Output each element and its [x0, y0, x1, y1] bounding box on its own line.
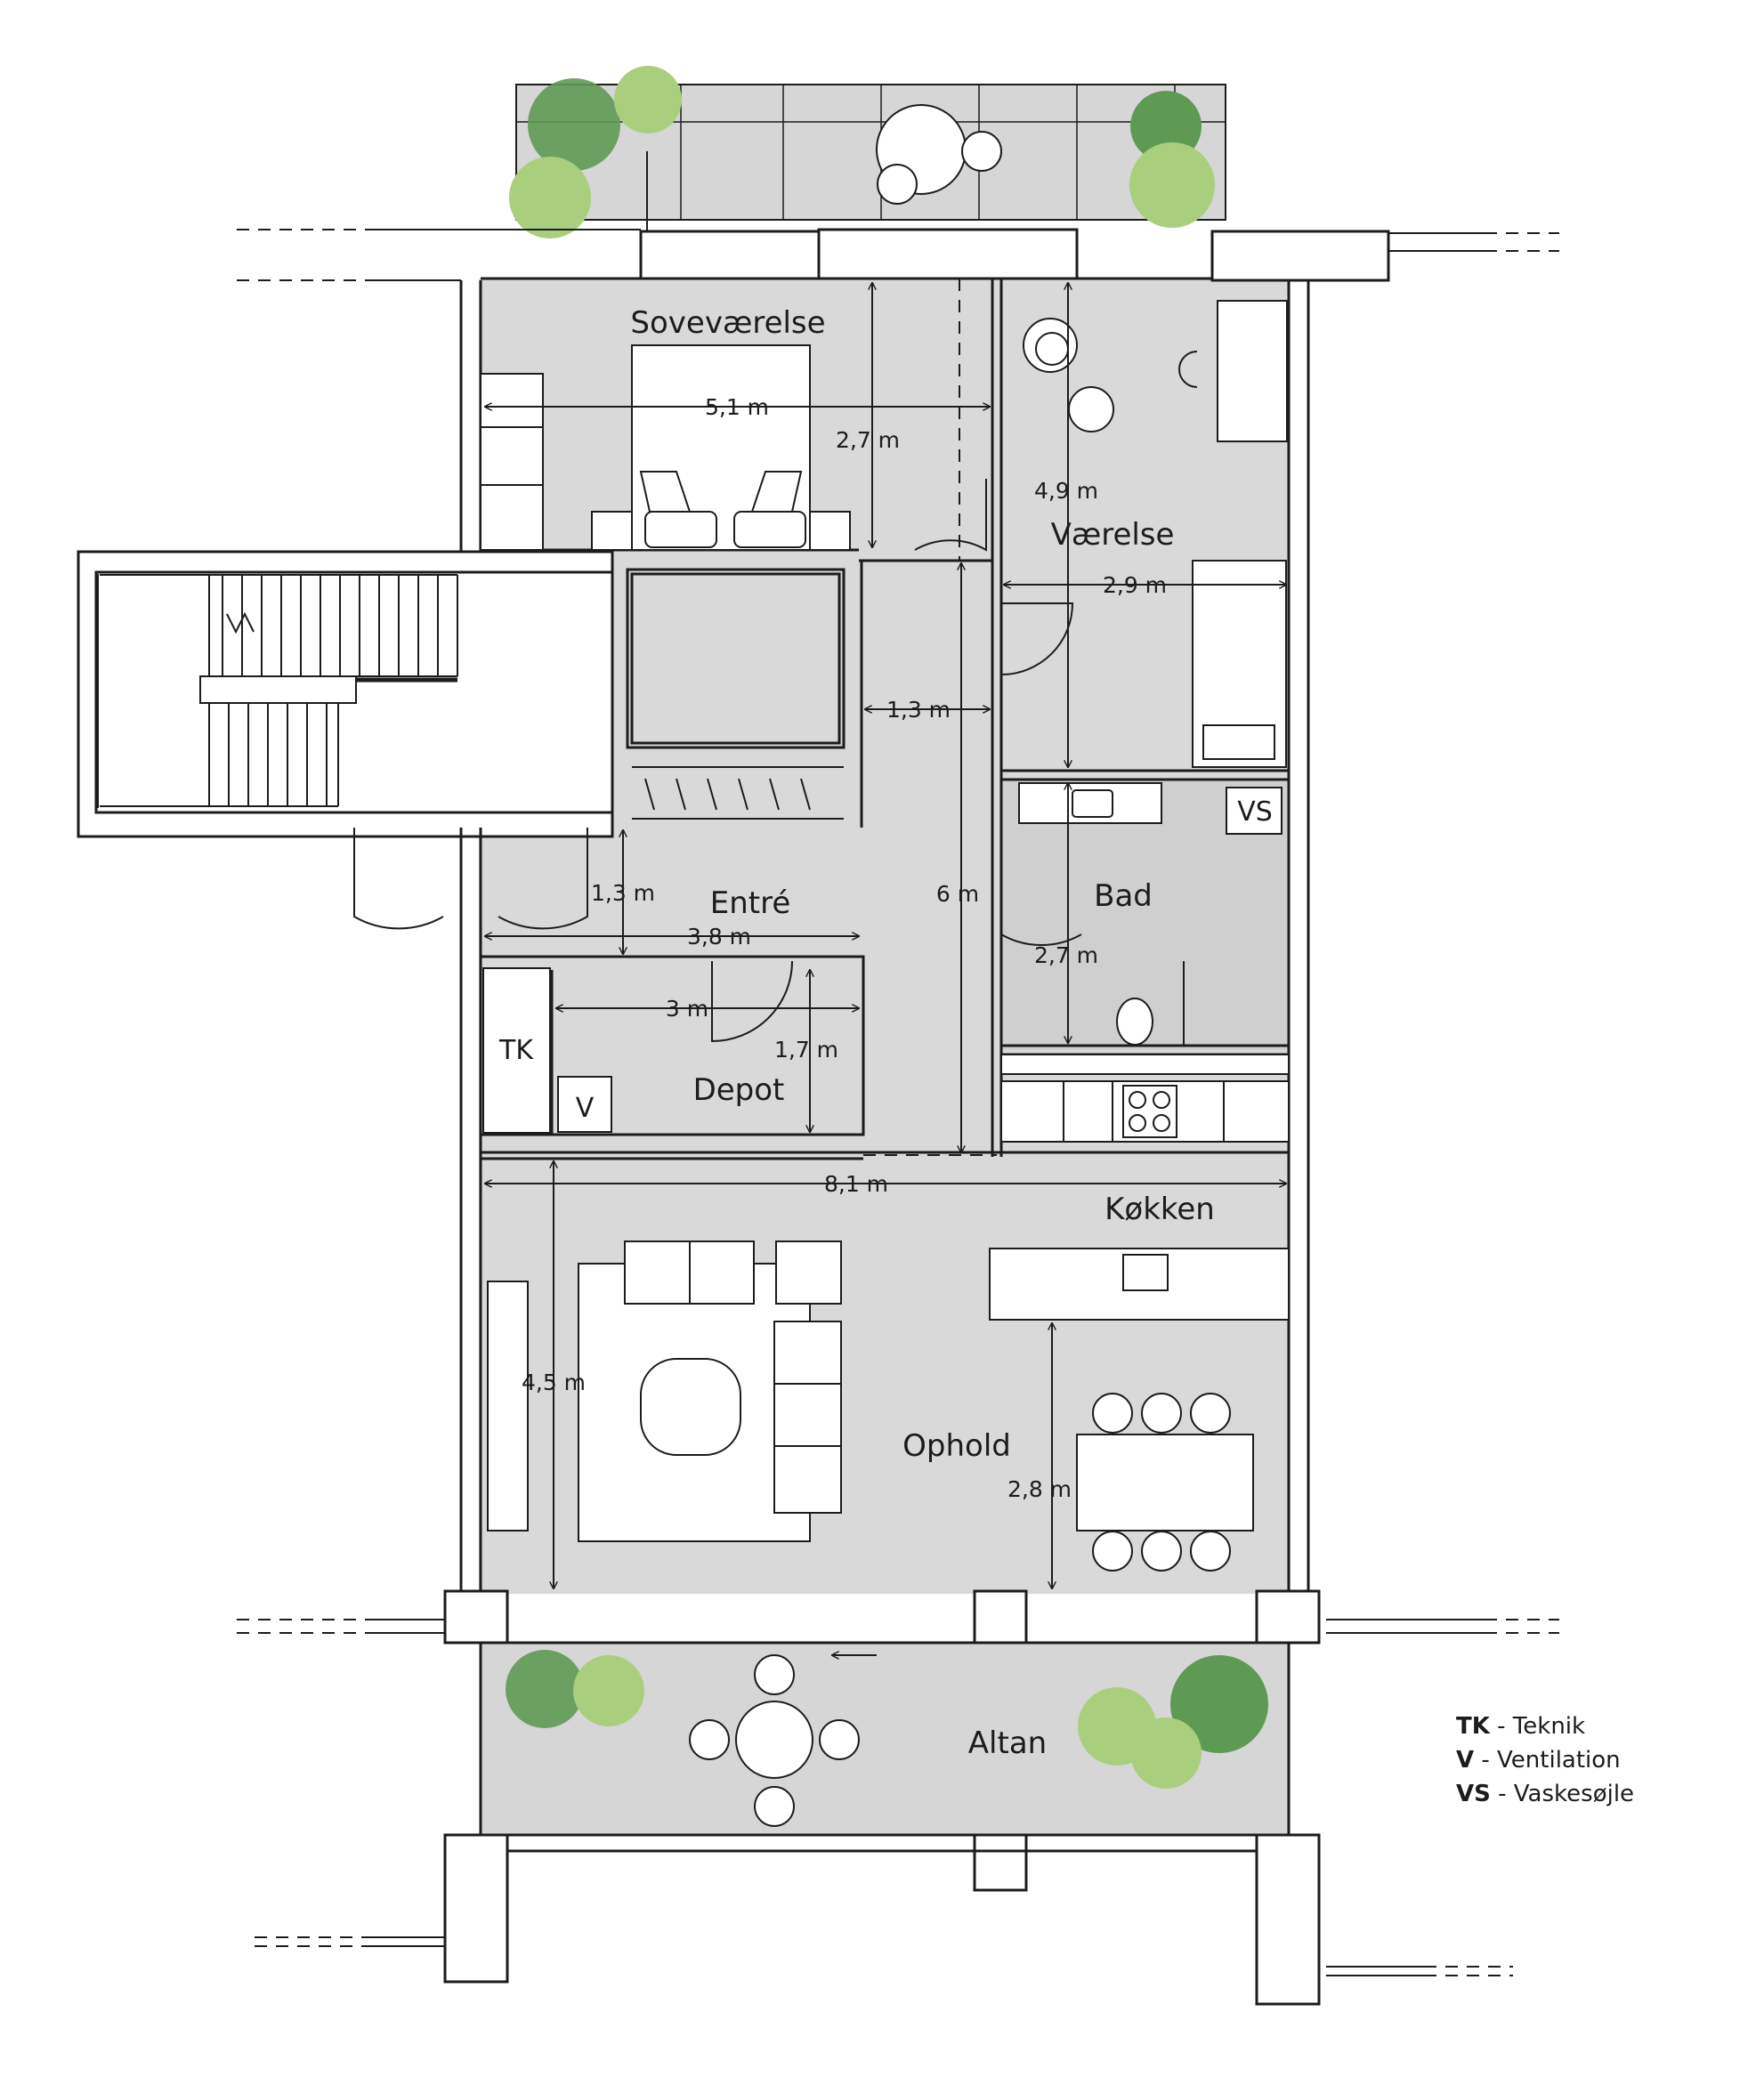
tk-box: TK	[482, 967, 551, 1134]
room-label-ophold: Ophold	[902, 1428, 1011, 1464]
dim-label: 6 m	[936, 881, 979, 907]
dim-label: 2,7 m	[1034, 942, 1098, 968]
dim-label: 2,7 m	[836, 427, 900, 453]
legend: TK - Teknik V - Ventilation VS - Vaskesø…	[1456, 1713, 1634, 1807]
dim-label: 1,3 m	[591, 880, 655, 906]
entre-door-swing	[498, 828, 588, 930]
dim-label: 1,3 m	[886, 697, 951, 723]
living-furniture	[487, 1240, 1254, 1572]
dimension-lines	[485, 283, 1286, 1588]
dashed-lines	[237, 229, 1559, 1976]
tree-icon	[506, 1650, 644, 1728]
thin-outer-lines	[367, 229, 1485, 1976]
dim-label: 1,7 m	[774, 1037, 838, 1063]
facade-columns	[443, 228, 1390, 2006]
dim-label: 4,9 m	[1034, 478, 1098, 504]
depot-door-swing	[711, 960, 793, 1043]
room-label-entre: Entré	[710, 885, 791, 921]
kitchen-counter	[989, 1054, 1290, 1321]
legend-item-tk: TK - Teknik	[1456, 1713, 1585, 1740]
bedroom-door-swing	[914, 479, 987, 552]
room-label-depot: Depot	[693, 1072, 785, 1108]
entrance-door-swing	[353, 828, 444, 930]
tag-v: V	[576, 1093, 595, 1124]
tag-tk: TK	[498, 1035, 534, 1066]
tag-vs: VS	[1237, 796, 1273, 828]
room-label-vaerelse: Værelse	[1051, 517, 1175, 553]
dim-label: 4,5 m	[522, 1370, 586, 1395]
dim-label: 8,1 m	[824, 1171, 888, 1197]
dim-label: 3 m	[666, 996, 708, 1022]
dim-label: 5,1 m	[705, 394, 769, 420]
legend-item-v: V - Ventilation	[1456, 1747, 1621, 1774]
closet-rail	[632, 766, 844, 820]
room-label-koekken: Køkken	[1105, 1192, 1215, 1227]
room-label-sovevaerelse: Soveværelse	[630, 305, 825, 341]
tree-icon	[509, 66, 682, 238]
tree-icon	[1078, 1655, 1268, 1789]
legend-item-vs: VS - Vaskesøjle	[1456, 1781, 1634, 1807]
dimension-labels: 5,1 m 2,7 m 4,9 m 2,9 m 1,3 m 6 m 1,3 m …	[522, 394, 1167, 1502]
single-bed-icon	[1192, 560, 1287, 768]
room-label-altan: Altan	[968, 1725, 1047, 1761]
room-label-bad: Bad	[1094, 878, 1153, 914]
dim-label: 2,8 m	[1007, 1476, 1072, 1502]
desk-icon	[1023, 300, 1288, 442]
front-terrace	[515, 84, 1226, 246]
tree-icon	[1129, 91, 1215, 228]
bath-fixtures	[1018, 782, 1283, 1046]
terrace-table	[876, 104, 1002, 205]
depot-unit	[557, 1076, 612, 1133]
dim-label: 2,9 m	[1103, 572, 1167, 598]
staircase	[97, 574, 458, 808]
bed-icon	[591, 344, 851, 551]
wardrobe-icon	[480, 373, 544, 551]
dim-label: 3,8 m	[687, 924, 751, 950]
